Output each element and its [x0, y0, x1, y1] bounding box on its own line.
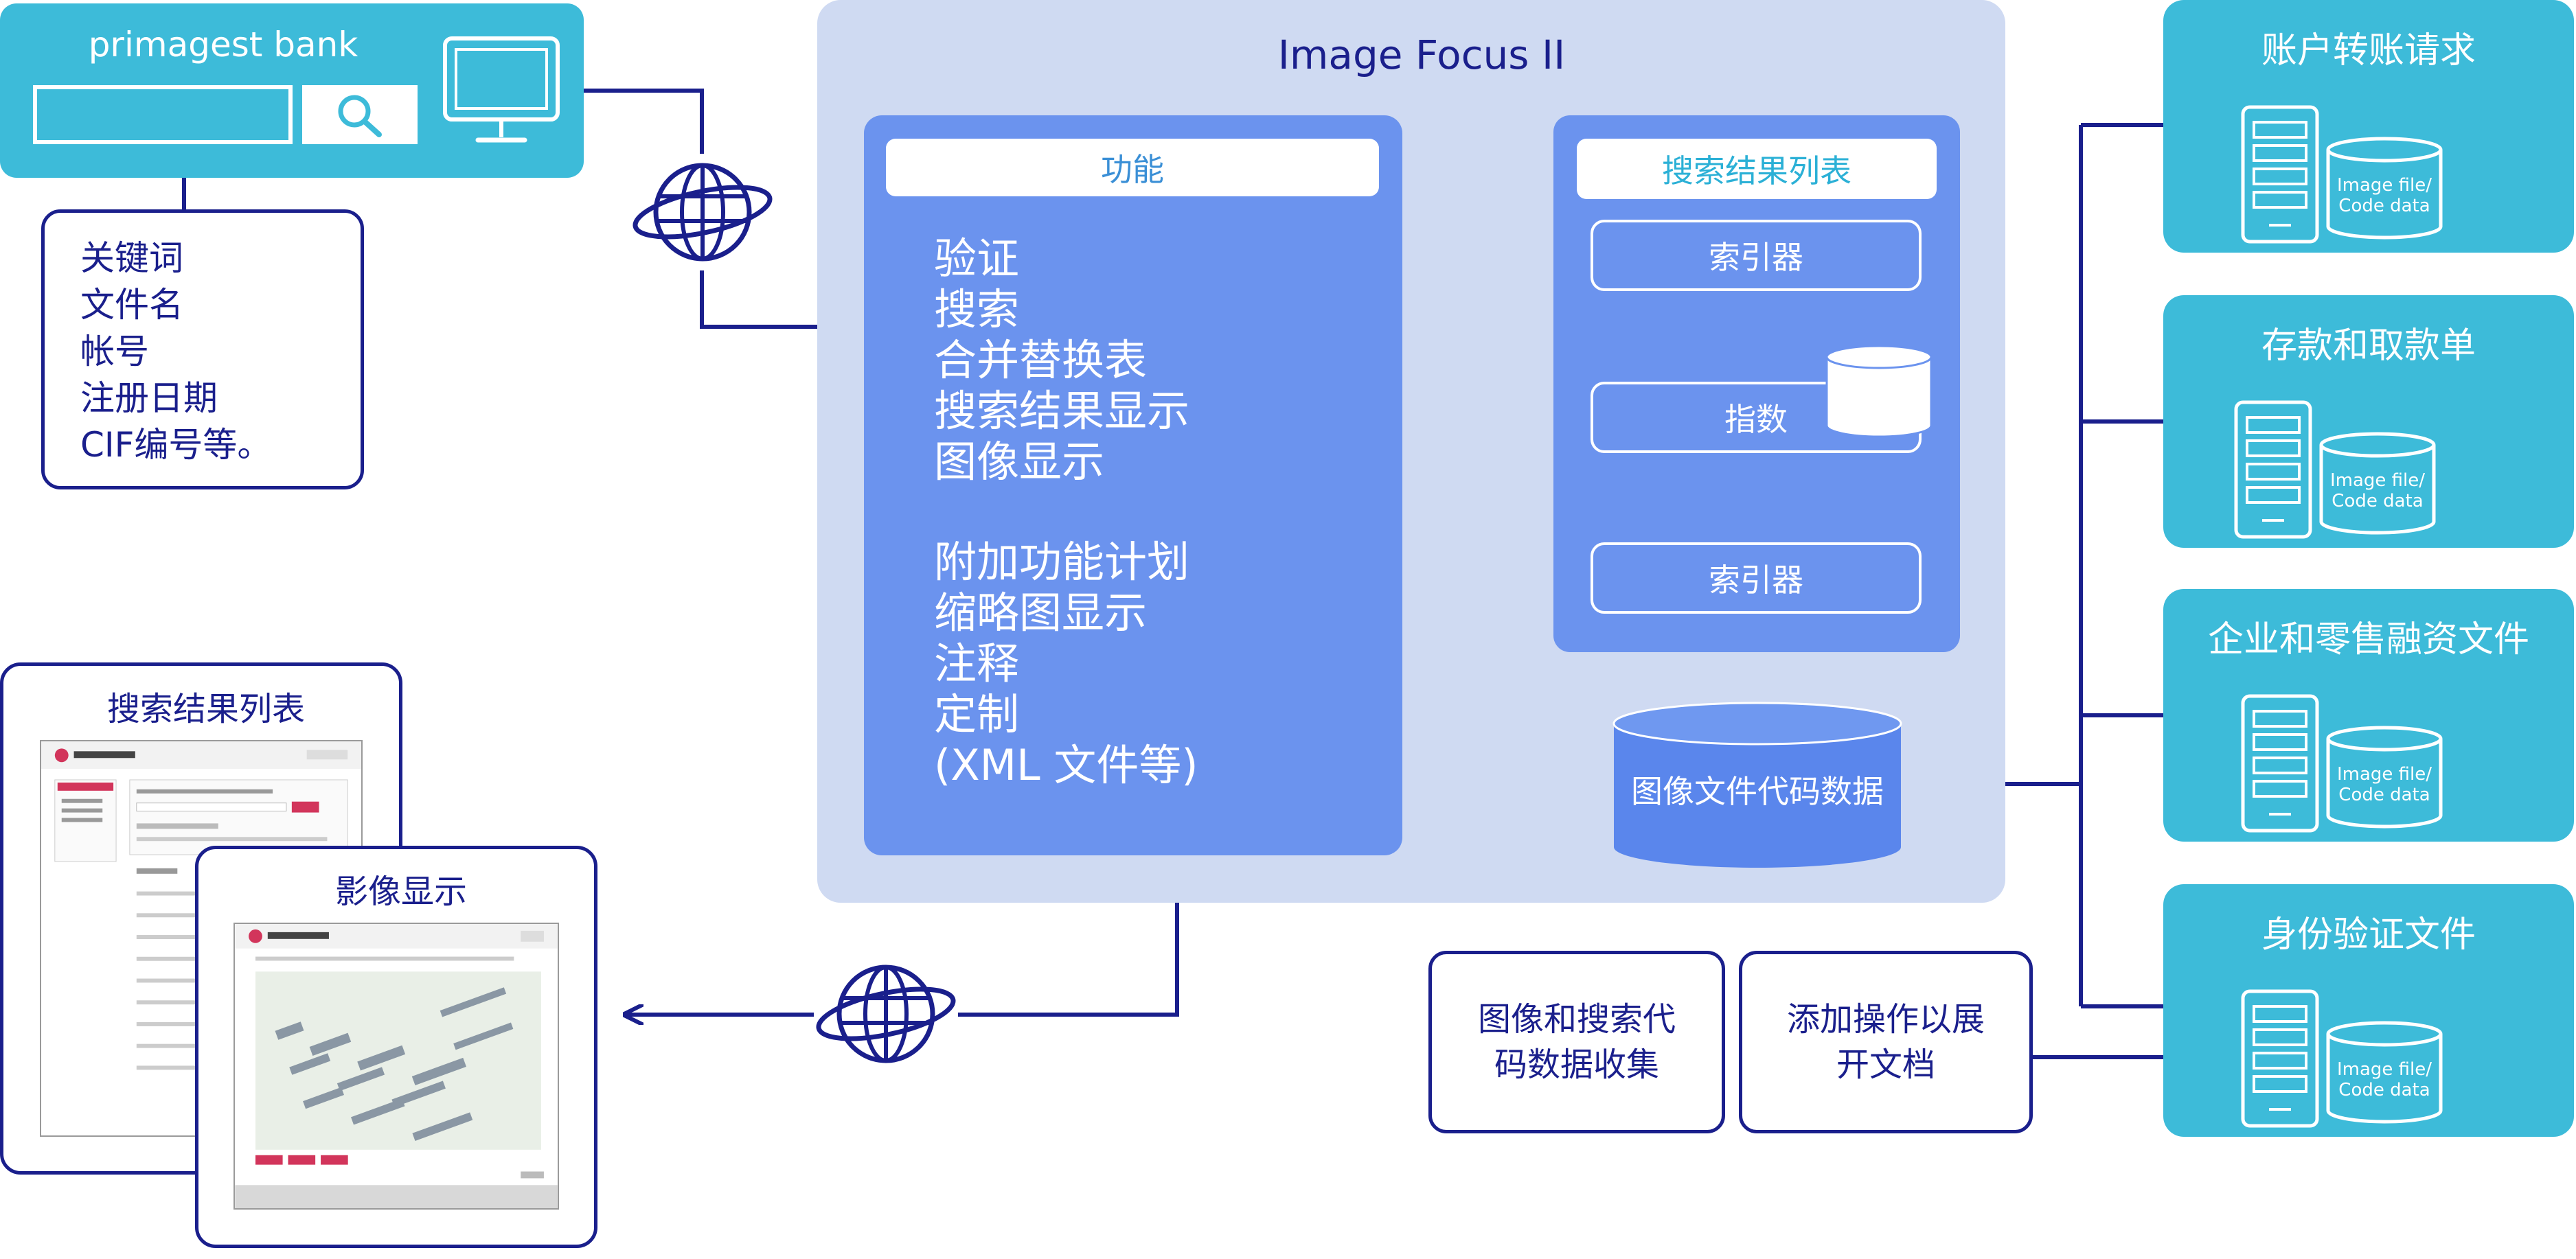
search-icon — [338, 95, 382, 137]
globe-to-system-arrow — [700, 270, 854, 327]
database-label: Code data — [2338, 196, 2430, 216]
database-label: Code data — [2338, 1080, 2430, 1100]
data-collection-line: 码数据收集 — [1494, 1046, 1659, 1084]
document-title: 存款和取款单 — [2261, 325, 2476, 367]
data-collection-box: 图像和搜索代 码数据收集 — [1428, 951, 1725, 1133]
functions-module — [864, 115, 1402, 855]
document-title: 身份验证文件 — [2261, 914, 2476, 956]
server-icon: Image file/ Code data — [2241, 989, 2443, 1128]
database-label: Image file/ — [2337, 175, 2432, 196]
server-icon: Image file/ Code data — [2234, 400, 2436, 539]
function-item: 验证 — [934, 233, 1020, 284]
search-results-screen-title: 搜索结果列表 — [106, 690, 305, 728]
database-label: Code data — [2332, 491, 2423, 511]
function-item: 搜索 — [934, 284, 1020, 334]
server-icon: Image file/ Code data — [2241, 105, 2443, 244]
bank-title: primagest bank — [88, 25, 358, 65]
database-label: 图像文件代码数据 — [1631, 773, 1884, 810]
document-title: 企业和零售融资文件 — [2207, 619, 2529, 660]
func-to-globe-line — [958, 855, 1179, 1017]
functions-header: 功能 — [886, 139, 1379, 196]
database-label: Image file/ — [2337, 1059, 2432, 1080]
extra-function-item: 定制 — [934, 689, 1020, 739]
expand-documents-line: 开文档 — [1836, 1046, 1935, 1084]
monitor-icon — [443, 36, 560, 143]
expand-documents-box: 添加操作以展 开文档 — [1739, 951, 2033, 1133]
keyword-item: CIF编号等。 — [80, 425, 272, 465]
document-source-panel: 身份验证文件 Image file/ Code data — [2163, 884, 2574, 1137]
extra-function-item: 附加功能计划 — [934, 537, 1190, 587]
database-icon — [1612, 702, 1902, 868]
extra-function-item: 注释 — [934, 638, 1020, 689]
extra-function-item: 缩略图显示 — [934, 588, 1148, 638]
document-source-panel: 账户转账请求 Image file/ Code data — [2163, 0, 2574, 253]
document-source-panel: 存款和取款单 Image file/ Code data — [2163, 295, 2574, 548]
search-button[interactable] — [302, 85, 418, 144]
keyword-item: 文件名 — [80, 285, 183, 325]
database-label: Image file/ — [2337, 764, 2432, 785]
globe-icon — [632, 163, 773, 262]
image-display-thumbnail — [233, 923, 559, 1210]
indexer-box-top: 索引器 — [1591, 220, 1922, 291]
server-icon: Image file/ Code data — [2241, 694, 2443, 833]
function-item: 合并替换表 — [934, 335, 1148, 385]
document-title: 账户转账请求 — [2261, 30, 2476, 71]
index-box: 指数 — [1591, 382, 1922, 453]
keyword-item: 关键词 — [80, 238, 183, 278]
bank-to-globe-line — [584, 89, 704, 154]
image-display-screen-title: 影像显示 — [334, 873, 467, 911]
function-item: 图像显示 — [934, 437, 1105, 487]
system-title: Image Focus II — [1277, 32, 1566, 78]
search-input[interactable] — [33, 85, 293, 144]
function-item: 搜索结果显示 — [934, 386, 1190, 436]
database-label: Code data — [2338, 785, 2430, 805]
data-collection-line: 图像和搜索代 — [1477, 1000, 1676, 1039]
expand-documents-line: 添加操作以展 — [1786, 1000, 1985, 1039]
keyword-list-box: 关键词 文件名 帐号 注册日期 CIF编号等。 — [41, 209, 364, 489]
functions-list: 验证 搜索 合并替换表 搜索结果显示 图像显示 附加功能计划 缩略图显示 注释 … — [934, 233, 1387, 791]
document-source-panel: 企业和零售融资文件 Image file/ Code data — [2163, 589, 2574, 842]
database-icon — [1825, 345, 1933, 438]
globe-icon — [816, 965, 956, 1063]
keyword-item: 帐号 — [80, 332, 149, 371]
database-label: Image file/ — [2330, 470, 2425, 491]
function-list-spacer — [934, 487, 1387, 537]
keyword-item: 注册日期 — [80, 378, 218, 418]
extra-function-item: (XML 文件等) — [934, 740, 1198, 790]
search-results-header: 搜索结果列表 — [1577, 139, 1937, 199]
indexer-box-bottom: 索引器 — [1591, 542, 1922, 614]
